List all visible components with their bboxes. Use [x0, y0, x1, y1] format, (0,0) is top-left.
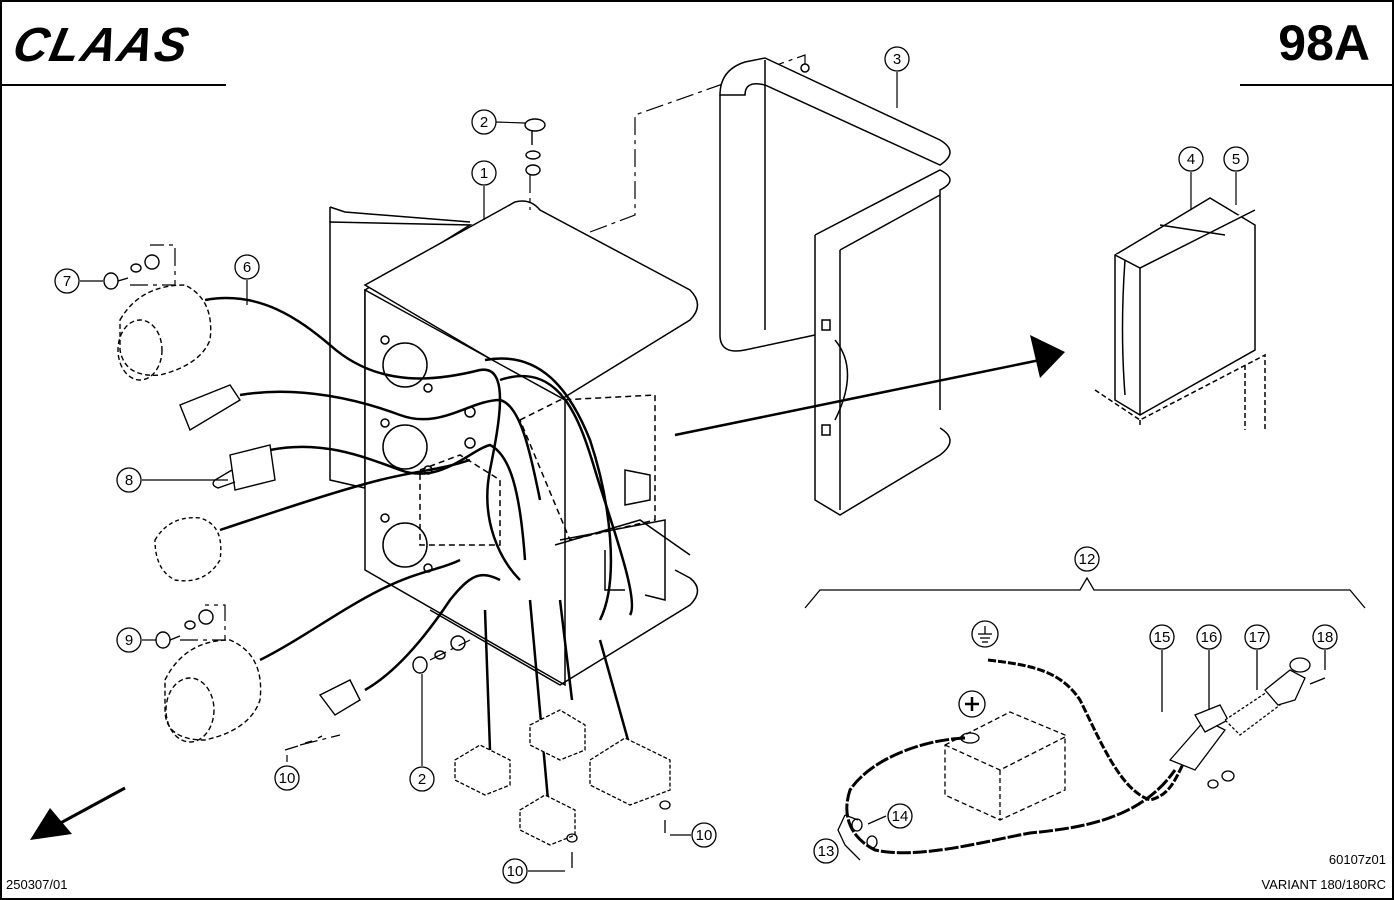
svg-text:1: 1 — [480, 165, 488, 182]
svg-text:2: 2 — [418, 771, 426, 788]
control-unit — [1094, 197, 1266, 430]
callout-18[interactable]: 18 — [1312, 624, 1338, 650]
svg-text:12: 12 — [1079, 551, 1096, 568]
svg-text:9: 9 — [125, 632, 133, 649]
callout-14[interactable]: 14 — [887, 803, 913, 829]
callout-3[interactable]: 3 — [884, 46, 910, 72]
battery-kit — [804, 576, 1366, 861]
callout-5[interactable]: 5 — [1223, 146, 1249, 172]
svg-text:6: 6 — [243, 259, 251, 276]
callout-16[interactable]: 16 — [1196, 624, 1222, 650]
callout-1[interactable]: 1 — [471, 160, 497, 186]
svg-text:10: 10 — [279, 770, 296, 787]
callout-10-left[interactable]: 10 — [274, 765, 300, 791]
mount-screws — [566, 800, 671, 868]
svg-text:16: 16 — [1201, 629, 1218, 646]
svg-text:18: 18 — [1317, 629, 1334, 646]
assembly-lines — [130, 54, 806, 746]
callout-4[interactable]: 4 — [1178, 146, 1204, 172]
callout-13[interactable]: 13 — [813, 838, 839, 864]
svg-text:14: 14 — [892, 808, 909, 825]
svg-text:2: 2 — [480, 114, 488, 131]
control-box — [329, 200, 699, 687]
brand-logo: CLAAS — [8, 19, 195, 72]
callout-7[interactable]: 7 — [54, 268, 80, 294]
arrow-bottom-left — [30, 786, 126, 840]
page-number: 98A — [1278, 15, 1370, 71]
svg-text:10: 10 — [507, 863, 524, 880]
left-components — [103, 118, 546, 751]
svg-text:10: 10 — [696, 827, 713, 844]
callout-12[interactable]: 12 — [1074, 546, 1100, 572]
callout-9[interactable]: 9 — [116, 627, 142, 653]
callout-15[interactable]: 15 — [1149, 624, 1175, 650]
svg-text:17: 17 — [1249, 629, 1266, 646]
svg-text:8: 8 — [125, 472, 133, 489]
wiring-harness — [204, 296, 634, 801]
svg-text:4: 4 — [1187, 151, 1195, 168]
svg-text:3: 3 — [893, 51, 901, 68]
cover — [719, 57, 951, 516]
footer-left-code: 250307/01 — [6, 877, 68, 892]
callouts: 1 2 3 4 5 6 7 8 9 10 2 10 10 12 13 14 15… — [54, 46, 1338, 884]
callout-2-top[interactable]: 2 — [471, 109, 497, 135]
callout-10-right[interactable]: 10 — [691, 822, 717, 848]
svg-text:13: 13 — [818, 843, 835, 860]
svg-text:7: 7 — [63, 273, 71, 290]
variant-label: VARIANT 180/180RC — [1261, 877, 1386, 892]
callout-2-bottom[interactable]: 2 — [409, 766, 435, 792]
svg-text:15: 15 — [1154, 629, 1171, 646]
drawing-id: 60107z01 — [1328, 852, 1386, 867]
callout-17[interactable]: 17 — [1244, 624, 1270, 650]
rubber-mounts — [454, 709, 671, 846]
callout-6[interactable]: 6 — [234, 254, 260, 280]
svg-text:5: 5 — [1232, 151, 1240, 168]
arrow-to-unit — [674, 335, 1065, 437]
callout-10-bottom[interactable]: 10 — [502, 858, 528, 884]
leader-lines — [80, 72, 1237, 872]
callout-8[interactable]: 8 — [116, 467, 142, 493]
